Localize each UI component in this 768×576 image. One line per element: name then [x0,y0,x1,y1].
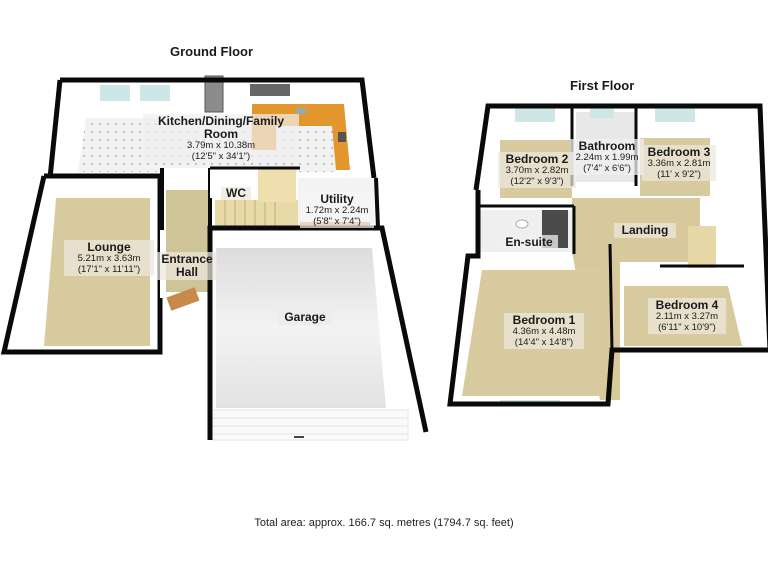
room-dimensions-imperial: (11' x 9'2") [657,168,701,180]
room-name: Lounge [87,240,131,254]
room-dimensions-imperial: (7'4" x 6'6") [583,162,631,174]
room-label-utility: Utility 1.72m x 2.24m (5'8" x 7'4") [300,192,374,229]
room-name: Bedroom 3 [647,145,711,159]
room-label-garage: Garage [278,310,332,326]
room-dimensions-imperial: (17'1" x 11'11") [77,263,141,275]
room-name: Bathroom [578,139,636,153]
room-dimensions-metric: 2.24m x 1.99m [575,152,639,164]
room-label-ensuite: En-suite [500,235,558,251]
room-dimensions-imperial: (12'2" x 9'3") [510,175,564,187]
room-dimensions-metric: 3.70m x 2.82m [505,165,569,177]
room-name: Garage [284,310,326,324]
room-name: En-suite [505,235,553,249]
room-label-bedroom-1: Bedroom 1 4.36m x 4.48m (14'4" x 14'8") [504,313,584,350]
room-label-bathroom: Bathroom 2.24m x 1.99m (7'4" x 6'6") [570,139,644,176]
room-label-bedroom-3: Bedroom 3 3.36m x 2.81m (11' x 9'2") [642,145,716,182]
room-name: Utility [320,192,354,206]
room-name: Bedroom 4 [655,298,719,312]
room-name: WC [226,186,246,200]
room-name: Room [204,127,238,142]
room-dimensions-imperial: (6'11" x 10'9") [658,321,716,333]
room-dimensions-metric: 5.21m x 3.63m [77,253,141,265]
room-dimensions-metric: 3.79m x 10.38m [186,140,256,152]
entrance-hall-room [160,168,212,311]
room-label-kitchen: Kitchen/Dining/Family Room 3.79m x 10.38… [143,114,299,164]
garage-room [207,225,429,441]
room-name: Landing [621,223,669,237]
room-name: Hall [175,265,198,280]
landing-area [572,198,716,400]
room-dimensions-imperial: (12'5" x 34'1") [191,150,251,162]
room-dimensions-metric: 1.72m x 2.24m [305,205,369,217]
room-dimensions-metric: 3.36m x 2.81m [647,158,711,170]
ground-floor-title: Ground Floor [170,44,254,59]
room-dimensions-imperial: (5'8" x 7'4") [313,215,361,227]
first-floor-title: First Floor [570,78,635,93]
room-label-bedroom-2: Bedroom 2 3.70m x 2.82m (12'2" x 9'3") [498,152,576,189]
room-dimensions-imperial: (14'4" x 14'8") [514,336,574,348]
room-name: Entrance [161,252,213,266]
room-label-bedroom-4: Bedroom 4 2.11m x 3.27m (6'11" x 10'9") [648,298,726,335]
room-label-wc: WC [221,186,251,201]
wc-and-stairs [210,166,300,226]
room-label-entrance-hall: Entrance Hall [157,252,217,281]
room-name: Bedroom 1 [512,313,576,327]
room-name: Bedroom 2 [505,152,569,166]
room-label-landing: Landing [614,223,676,239]
total-area-caption: Total area: approx. 166.7 sq. metres (17… [254,517,514,529]
room-dimensions-metric: 2.11m x 3.27m [655,311,719,323]
room-name: Kitchen/Dining/Family [157,114,284,128]
room-dimensions-metric: 4.36m x 4.48m [512,326,576,338]
room-label-lounge: Lounge 5.21m x 3.63m (17'1" x 11'11") [64,240,154,277]
